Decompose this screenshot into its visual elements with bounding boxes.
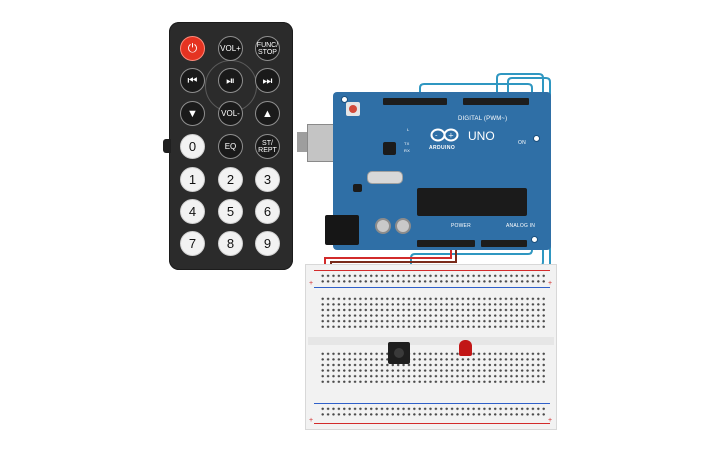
digit-5-button[interactable]: 5 <box>218 199 243 224</box>
atmega-chip <box>417 188 527 216</box>
led-l-label: L <box>407 127 410 132</box>
vol-down-button[interactable]: VOL- <box>218 101 243 126</box>
vol-down-label: VOL- <box>221 108 240 118</box>
digit-5-label: 5 <box>226 204 235 219</box>
analog-header[interactable] <box>481 240 527 247</box>
mounting-hole <box>531 236 538 243</box>
usb-plug <box>297 132 307 152</box>
arduino-uno-board[interactable]: DIGITAL (PWM~) -+ UNO ARDUINO ON L TX RX… <box>333 92 551 250</box>
st-rept-button[interactable]: ST/ REPT <box>255 134 280 159</box>
regulator-chip <box>353 184 362 192</box>
play-pause-icon: ⏯ <box>226 74 235 87</box>
skip-forward-icon: ⏭ <box>262 74 273 87</box>
bottom-negative-rail-line <box>314 403 550 404</box>
st-rept-label: ST/ REPT <box>258 139 277 154</box>
reset-button[interactable] <box>346 102 360 116</box>
digit-4-label: 4 <box>188 204 197 219</box>
play-pause-button[interactable]: ⏯ <box>218 68 243 93</box>
wire-blue-3[interactable] <box>507 77 551 266</box>
digital-header-low[interactable] <box>463 98 529 105</box>
led-tx-label: TX <box>404 141 410 146</box>
red-led[interactable] <box>459 340 472 356</box>
func-stop-button[interactable]: FUNC/ STOP <box>255 36 280 61</box>
terminal-strip-bottom[interactable] <box>320 351 546 383</box>
digit-3-button[interactable]: 3 <box>255 167 280 192</box>
digit-8-button[interactable]: 8 <box>218 231 243 256</box>
digital-header-high[interactable] <box>383 98 447 105</box>
crystal-oscillator <box>367 171 403 184</box>
board-model: UNO <box>468 129 495 143</box>
digit-6-button[interactable]: 6 <box>255 199 280 224</box>
breadboard[interactable]: + + + + <box>305 264 557 430</box>
arduino-logo-icon: -+ <box>430 128 460 142</box>
top-plus-label: + <box>309 280 314 287</box>
eq-button[interactable]: EQ <box>218 134 243 159</box>
triangle-down-icon: ▼ <box>187 107 198 120</box>
triangle-up-icon: ▲ <box>262 107 273 120</box>
bottom-positive-rail-line <box>314 423 550 424</box>
top-plus-label-right: + <box>548 280 553 287</box>
board-brand: ARDUINO <box>429 145 456 151</box>
analog-label: ANALOG IN <box>506 223 536 229</box>
skip-back-icon: ⏮ <box>187 74 198 87</box>
reset-button-cap <box>349 105 357 113</box>
digit-1-label: 1 <box>188 172 197 187</box>
prev-button[interactable]: ⏮ <box>180 68 205 93</box>
digit-0-button[interactable]: 0 <box>180 134 205 159</box>
ir-emitter <box>163 139 171 153</box>
center-channel <box>308 337 554 345</box>
power-button[interactable]: ⏻ <box>180 36 205 61</box>
vol-up-button[interactable]: VOL+ <box>218 36 243 61</box>
svg-text:-: - <box>435 132 438 140</box>
func-stop-label: FUNC/ STOP <box>256 41 279 56</box>
digit-0-label: 0 <box>188 139 197 154</box>
terminal-strip-top[interactable] <box>320 296 546 328</box>
up-button[interactable]: ▲ <box>255 101 280 126</box>
digit-8-label: 8 <box>226 236 235 251</box>
digit-4-button[interactable]: 4 <box>180 199 205 224</box>
digit-2-button[interactable]: 2 <box>218 167 243 192</box>
capacitor <box>395 218 411 234</box>
digit-9-label: 9 <box>263 236 272 251</box>
power-label: POWER <box>451 223 471 229</box>
digit-7-button[interactable]: 7 <box>180 231 205 256</box>
digit-2-label: 2 <box>226 172 235 187</box>
bottom-plus-label-right: + <box>548 417 553 424</box>
digit-6-label: 6 <box>263 204 272 219</box>
ir-remote-control[interactable]: ⏻ VOL+ FUNC/ STOP ⏮ ⏯ ⏭ ▼ VOL- ▲ 0 EQ <box>163 22 293 270</box>
digit-7-label: 7 <box>188 236 197 251</box>
usb-chip <box>383 142 396 155</box>
mounting-hole <box>533 135 540 142</box>
svg-text:+: + <box>448 132 454 140</box>
digit-3-label: 3 <box>263 172 272 187</box>
vol-up-label: VOL+ <box>220 43 241 53</box>
dc-barrel-jack[interactable] <box>325 215 359 245</box>
eq-label: EQ <box>224 141 237 151</box>
led-rx-label: RX <box>404 148 410 153</box>
power-header[interactable] <box>417 240 475 247</box>
top-power-rail[interactable] <box>320 273 546 285</box>
bottom-plus-label: + <box>309 417 314 424</box>
mounting-hole <box>341 96 348 103</box>
on-indicator-label: ON <box>518 140 526 146</box>
capacitor <box>375 218 391 234</box>
digit-1-button[interactable]: 1 <box>180 167 205 192</box>
power-icon: ⏻ <box>187 41 198 55</box>
ir-receiver-lens <box>394 348 404 358</box>
digital-label: DIGITAL (PWM~) <box>458 116 508 122</box>
digit-9-button[interactable]: 9 <box>255 231 280 256</box>
down-button[interactable]: ▼ <box>180 101 205 126</box>
top-positive-rail-line <box>314 270 550 271</box>
next-button[interactable]: ⏭ <box>255 68 280 93</box>
bottom-power-rail[interactable] <box>320 406 546 418</box>
top-negative-rail-line <box>314 287 550 288</box>
ir-receiver-sensor[interactable] <box>388 342 410 364</box>
